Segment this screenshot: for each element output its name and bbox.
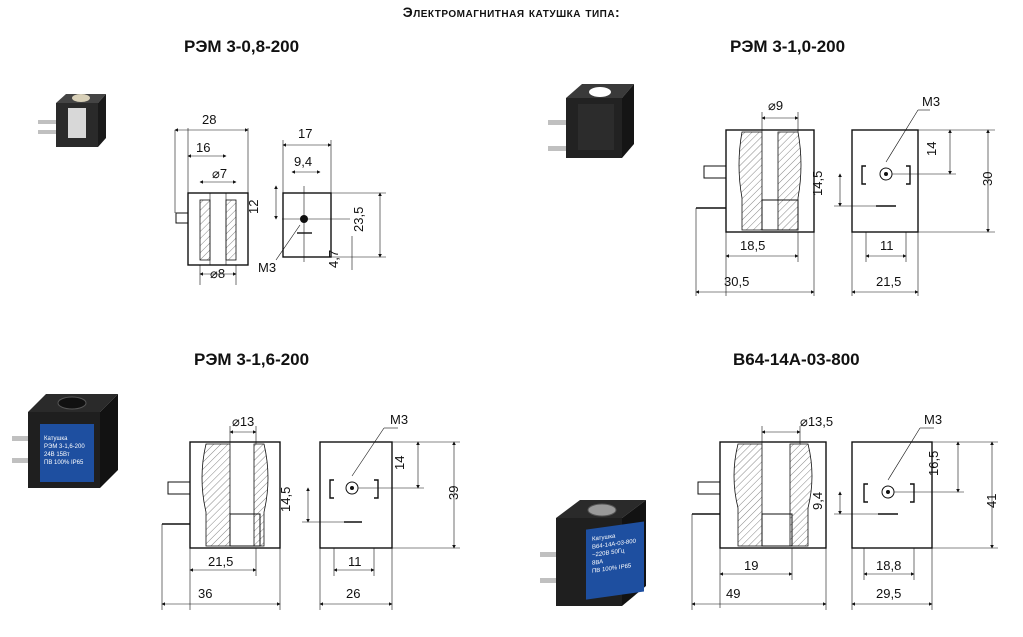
- dim-h2: 39: [446, 486, 461, 500]
- dim-thread: M3: [390, 412, 408, 427]
- coil-photo-rem-3-1-6: Катушка РЭМ 3-1,6-200 24В 15Вт ПВ 100% I…: [12, 394, 118, 488]
- model-title-rem-3-0-8: РЭМ 3-0,8-200: [184, 37, 300, 56]
- dim-h3: 14,5: [810, 171, 825, 196]
- dim-side-width: 29,5: [876, 586, 901, 601]
- coil-photo-rem-3-0-8: [38, 94, 106, 147]
- dim-width: 30,5: [724, 274, 749, 289]
- photo-label-3: 24В 15Вт: [44, 452, 70, 458]
- photo-label-3: ~220В 50Гц: [592, 548, 625, 559]
- dimension-labels-rem-3-1-6: ⌀13 M3 14 39 14,5 21,5 36 11 26: [198, 412, 461, 601]
- dim-body: 16: [196, 140, 210, 155]
- dim-h2: 23,5: [351, 207, 366, 232]
- dim-bore: ⌀13,5: [800, 414, 833, 429]
- dim-inner: 18,5: [740, 238, 765, 253]
- side-view-rem-3-0-8: [274, 140, 386, 270]
- photo-label-1: Катушка: [44, 436, 68, 442]
- side-view-rem-3-1-6: [302, 427, 460, 610]
- dim-bore-bottom: ⌀8: [210, 266, 225, 281]
- front-section-rem-3-1-6: [161, 426, 281, 610]
- dim-h2: 30: [980, 172, 995, 186]
- dim-inner: 19: [744, 558, 758, 573]
- photo-label-1: Катушка: [592, 533, 616, 542]
- dim-bore-top: ⌀7: [212, 166, 227, 181]
- side-view-rem-3-1-0: [834, 109, 995, 296]
- model-title-b64: B64-14A-03-800: [733, 350, 860, 369]
- dim-h3: 14,5: [278, 487, 293, 512]
- coil-photo-rem-3-1-0: [548, 84, 634, 158]
- dim-side-width: 21,5: [876, 274, 901, 289]
- model-title-rem-3-1-6: РЭМ 3-1,6-200: [194, 350, 310, 369]
- dim-bore: ⌀9: [768, 98, 783, 113]
- page-title: Электромагнитная катушка типа:: [402, 4, 621, 20]
- dim-h1: 16,5: [926, 451, 941, 476]
- photo-label-4: 8ВА: [592, 559, 603, 567]
- dim-side-width: 26: [346, 586, 360, 601]
- photo-label-4: ПВ 100% IP65: [44, 460, 84, 466]
- dim-side-inner: 9,4: [294, 154, 312, 169]
- dim-thread: M3: [922, 94, 940, 109]
- photo-label-2: РЭМ 3-1,6-200: [44, 444, 85, 450]
- dim-inner: 21,5: [208, 554, 233, 569]
- dim-width: 28: [202, 112, 216, 127]
- dim-width: 36: [198, 586, 212, 601]
- coil-photo-b64: Катушка B64-14A-03-800 ~220В 50Гц 8ВА ПВ…: [540, 500, 646, 606]
- dim-side-inner: 11: [348, 554, 362, 569]
- front-section-rem-3-0-8: [174, 128, 249, 285]
- dim-thread: M3: [924, 412, 942, 427]
- dim-h2: 41: [984, 494, 999, 508]
- dim-thread: M3: [258, 260, 276, 275]
- dim-h1: 14: [924, 142, 939, 156]
- dim-bore: ⌀13: [232, 414, 254, 429]
- dim-h1: 12: [246, 200, 261, 214]
- side-view-b64: [834, 427, 998, 610]
- dim-h3: 9,4: [810, 492, 825, 510]
- dimension-labels-rem-3-0-8: 28 16 ⌀7 ⌀8 17 9,4 12 23,5 4,7 M3: [196, 112, 366, 281]
- dimension-labels-b64: ⌀13,5 M3 16,5 41 9,4 19 49 18,8 29,5: [726, 412, 999, 601]
- dim-width: 49: [726, 586, 740, 601]
- photo-label-5: ПВ 100% IP65: [592, 563, 632, 575]
- dim-side-inner: 18,8: [876, 558, 901, 573]
- dim-h1: 14: [392, 456, 407, 470]
- front-section-b64: [691, 426, 827, 610]
- dimension-labels-rem-3-1-0: ⌀9 M3 14 30 14,5 18,5 30,5 11 21,5: [724, 94, 995, 289]
- dim-side-width: 17: [298, 126, 312, 141]
- dim-h3: 4,7: [326, 250, 341, 268]
- model-title-rem-3-1-0: РЭМ 3-1,0-200: [730, 37, 846, 56]
- front-section-rem-3-1-0: [695, 112, 815, 296]
- dim-side-inner: 11: [880, 238, 894, 253]
